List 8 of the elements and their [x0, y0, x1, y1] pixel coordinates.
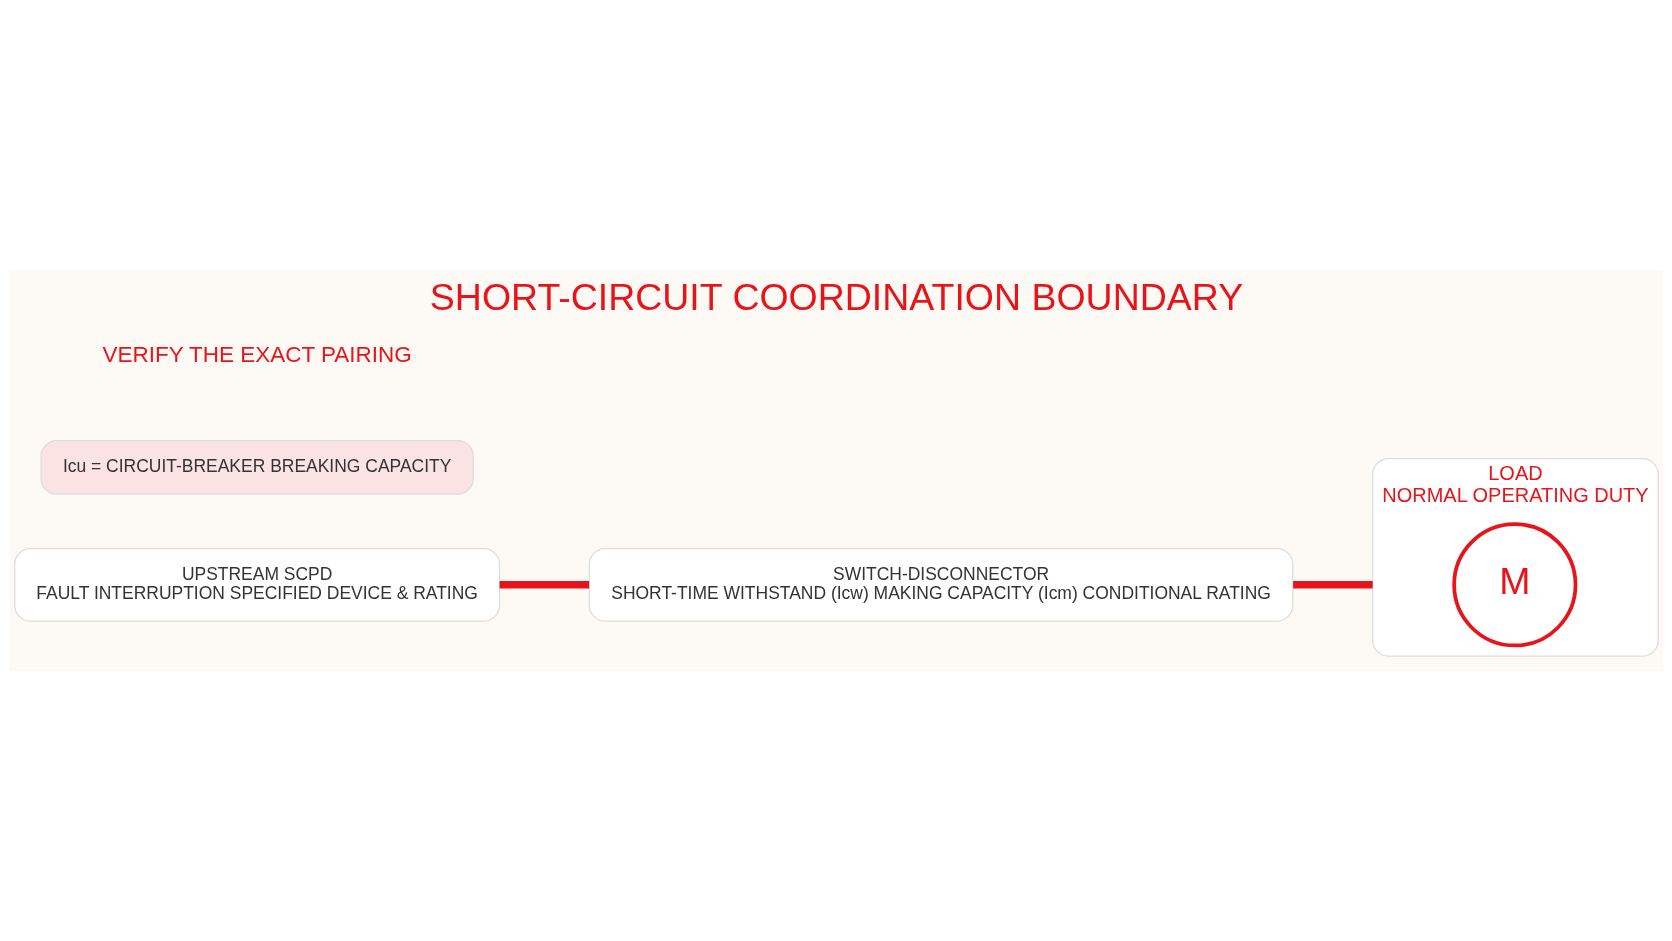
- connector: [1292, 581, 1373, 589]
- label: VERIFY THE EXACT PAIRING: [102, 341, 412, 367]
- node-box: UPSTREAM SCPD FAULT INTERRUPTION SPECIFIED DEVICE & RATING: [13, 547, 500, 622]
- node-box: SWITCH-DISCONNECTOR SHORT-TIME WITHSTAND (Icw) MAKING CAPACITY (Icm) CONDITIONAL RATING: [588, 547, 1293, 622]
- connector: [499, 581, 589, 589]
- diagram-title: SHORT-CIRCUIT COORDINATION BOUNDARY: [429, 275, 1243, 318]
- node-circle: M: [1451, 522, 1577, 648]
- node-box: Icu = CIRCUIT-BREAKER BREAKING CAPACITY: [39, 439, 474, 495]
